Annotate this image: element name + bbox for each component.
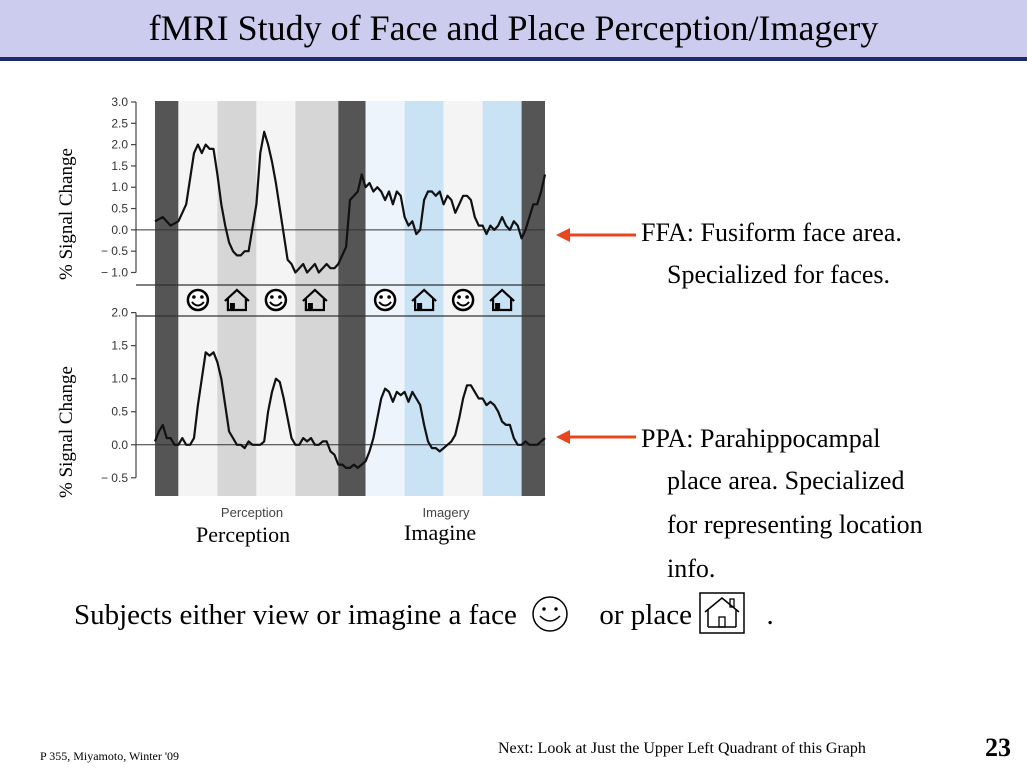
ppa-line-3: for representing location — [667, 510, 923, 539]
signal-line — [153, 351, 546, 469]
y-tick-label: 1.5 — [111, 339, 128, 353]
subjects-text-2: or place — [599, 599, 692, 631]
condition-band — [155, 101, 179, 496]
y-tick-label: 0.5 — [111, 405, 128, 419]
imagine-label: Imagine — [404, 520, 477, 545]
y-tick-label: 1.0 — [111, 180, 128, 194]
ffa-arrow — [556, 228, 636, 242]
perception-label: Perception — [196, 522, 291, 547]
condition-band — [521, 101, 545, 496]
signal-line — [154, 130, 547, 274]
title-bar: fMRI Study of Face and Place Perception/… — [0, 0, 1027, 61]
y-tick-label: 0.5 — [111, 202, 128, 216]
subjects-text-1: Subjects either view or imagine a face — [74, 599, 517, 631]
house-icon — [411, 288, 437, 312]
y-tick-label: 2.0 — [111, 138, 128, 152]
condition-band — [482, 101, 522, 496]
fmri-chart: 3.0 2.5 2.0 1.5 1.0 0.5 0.0 − 0.5 − 1.0 2.0 1.5 1.… — [56, 95, 636, 521]
ffa-ylabel: % Signal Change — [56, 148, 77, 280]
ppa-line-4: info. — [667, 554, 716, 583]
subjects-end: . — [766, 599, 774, 631]
ppa-panel: 2.0 1.5 1.0 0.5 0.0 − 0.5 — [101, 306, 546, 485]
condition-band — [295, 101, 339, 496]
condition-band — [217, 101, 257, 496]
x-axis-label-perception: Perception — [221, 505, 283, 520]
subjects-sentence: Subjects either view or imagine a face o… — [74, 592, 774, 634]
stimulus-icons — [136, 284, 545, 317]
face-icon — [373, 288, 397, 312]
face-icon — [451, 288, 475, 312]
ppa-ylabel: % Signal Change — [56, 366, 77, 498]
face-icon — [264, 288, 288, 312]
y-tick-label: 2.0 — [111, 306, 128, 320]
house-icon — [699, 592, 745, 634]
footer-course: P 355, Miyamoto, Winter '09 — [40, 749, 180, 763]
ppa-arrow — [556, 430, 636, 444]
smiley-face-icon — [532, 596, 568, 632]
face-icon — [186, 288, 210, 312]
page-title: fMRI Study of Face and Place Perception/… — [148, 8, 879, 48]
y-tick-label: − 1.0 — [101, 265, 128, 279]
condition-band — [338, 101, 366, 496]
footer-next: Next: Look at Just the Upper Left Quadra… — [498, 740, 866, 757]
y-tick-label: 0.0 — [111, 438, 128, 452]
condition-bands — [155, 101, 545, 496]
x-axis-label-imagery: Imagery — [423, 505, 470, 520]
ffa-line-1: FFA: Fusiform face area. — [641, 218, 902, 247]
y-tick-label: − 0.5 — [101, 244, 128, 258]
ppa-line-1: PPA: Parahippocampal — [641, 424, 881, 453]
y-tick-label: 2.5 — [111, 116, 128, 130]
house-icon — [489, 288, 515, 312]
y-tick-label: − 0.5 — [101, 471, 128, 485]
house-icon — [224, 288, 250, 312]
y-tick-label: 3.0 — [111, 95, 128, 109]
house-icon — [302, 288, 328, 312]
ffa-line-2: Specialized for faces. — [667, 260, 891, 289]
condition-band — [404, 101, 444, 496]
ppa-line-2: place area. Specialized — [667, 466, 905, 495]
y-tick-label: 0.0 — [111, 223, 128, 237]
y-tick-label: 1.0 — [111, 372, 128, 386]
page-number: 23 — [985, 733, 1011, 762]
y-tick-label: 1.5 — [111, 159, 128, 173]
ffa-panel: 3.0 2.5 2.0 1.5 1.0 0.5 0.0 − 0.5 − 1.0 — [101, 95, 547, 279]
